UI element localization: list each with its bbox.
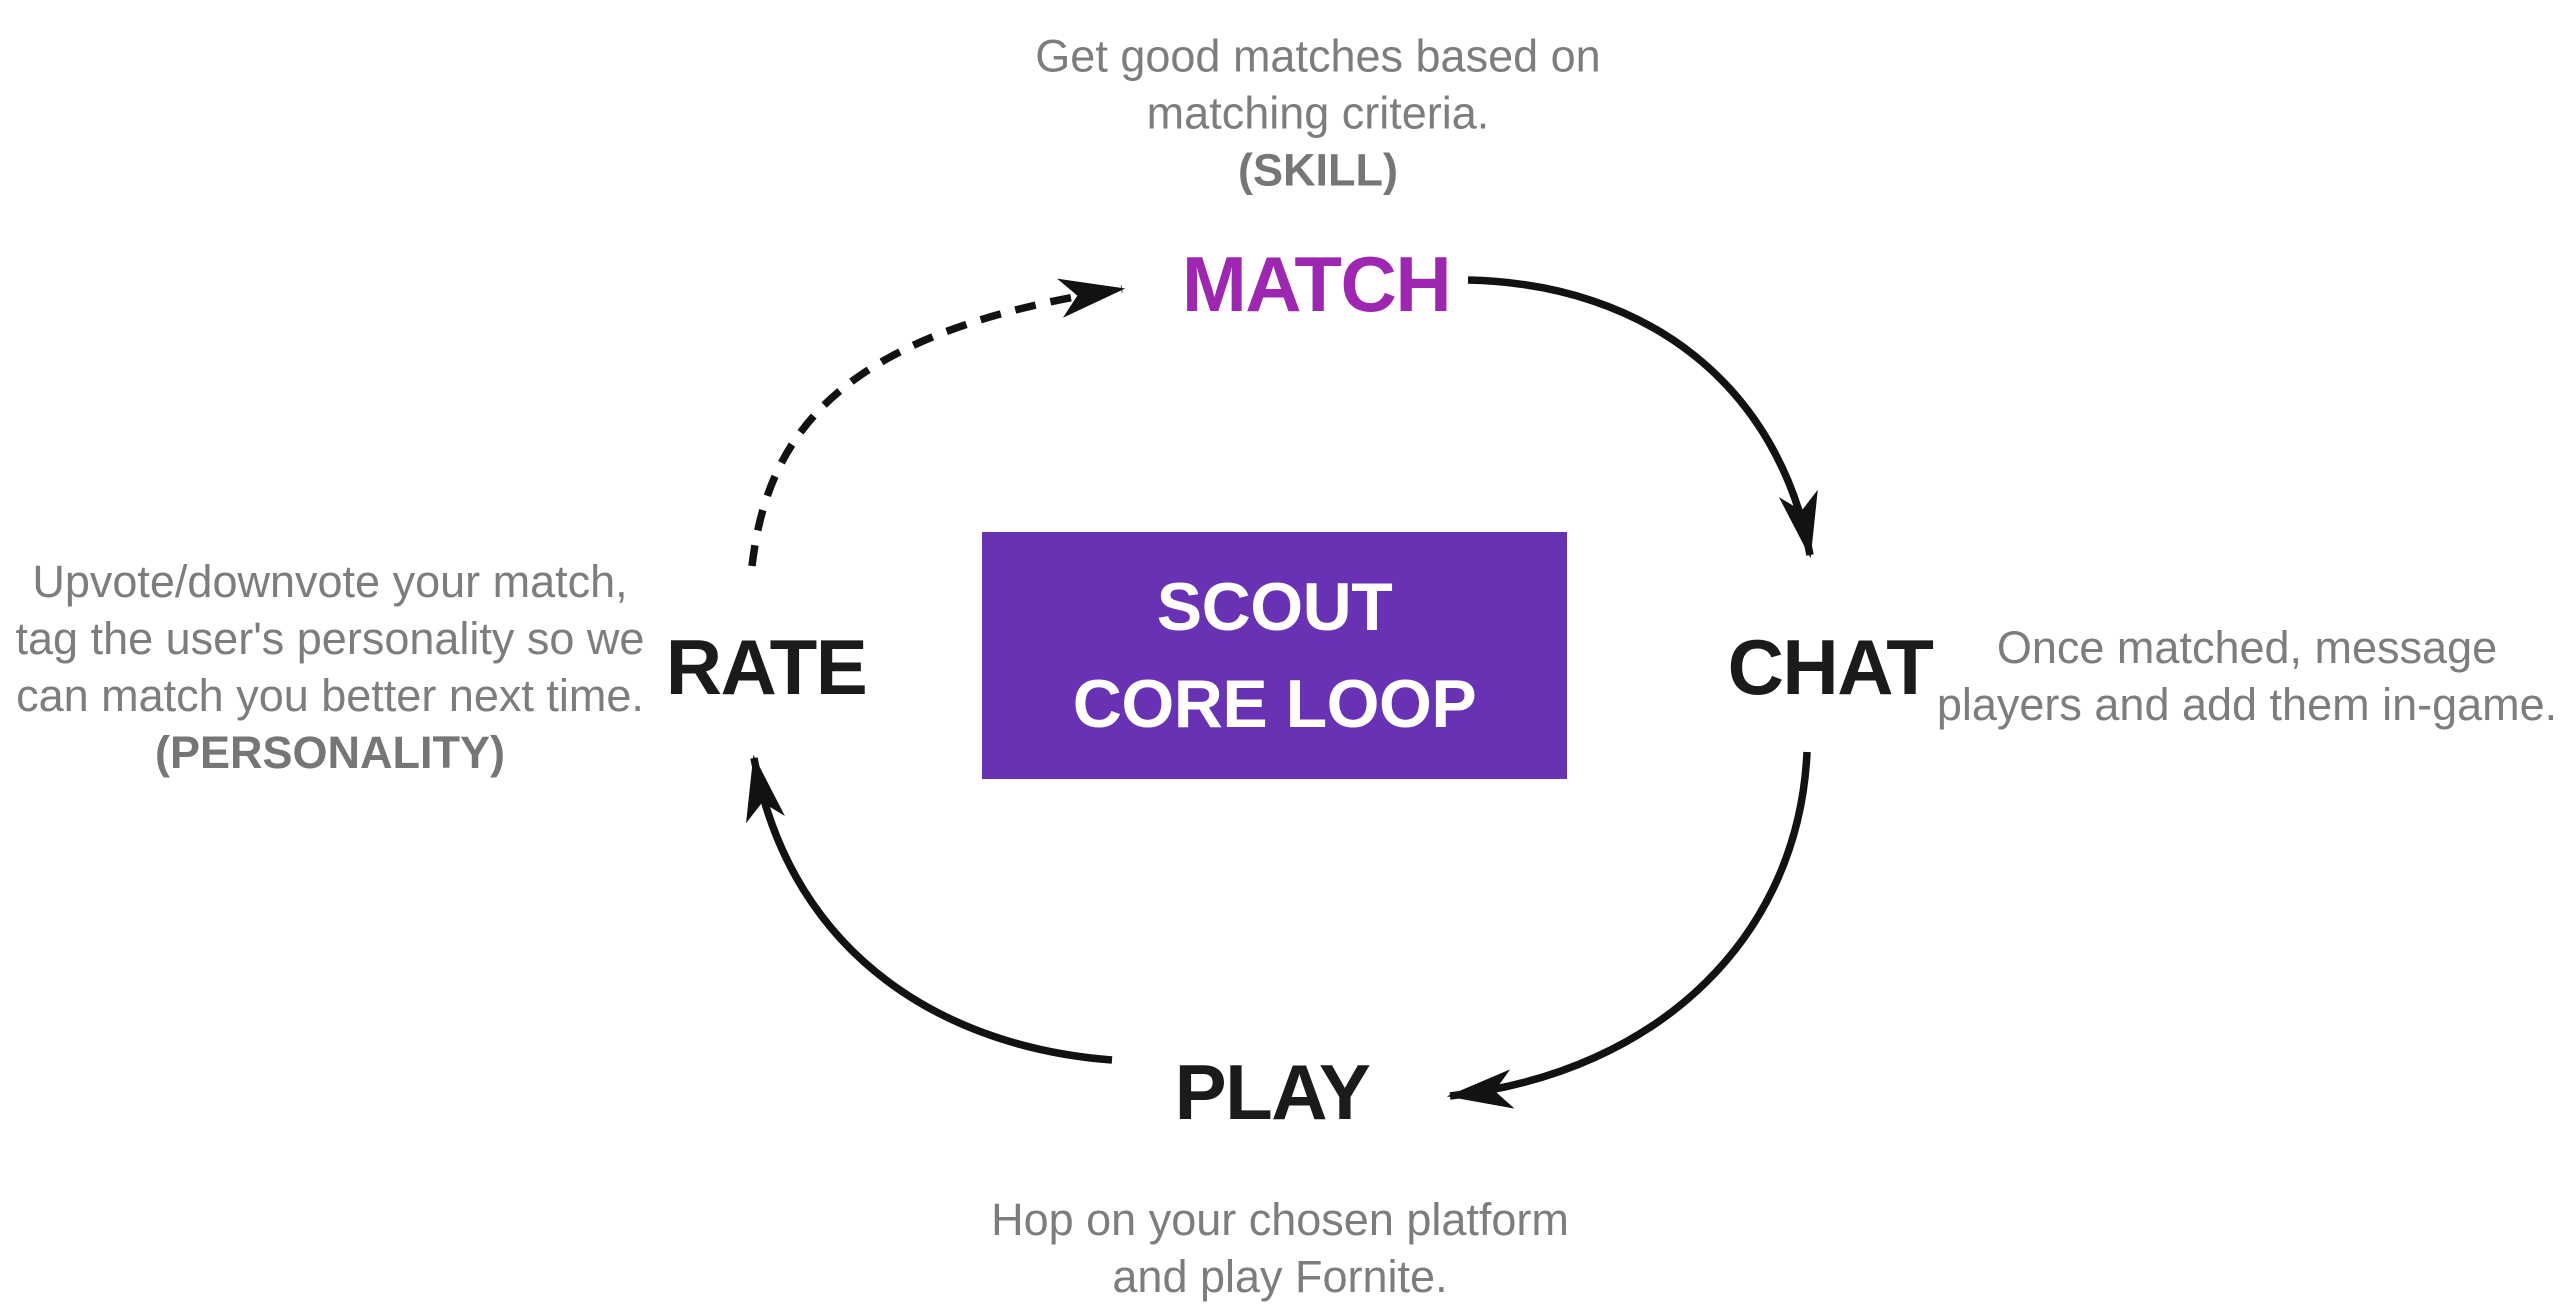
match-description-line: Get good matches based on (1035, 30, 1601, 82)
edge-play-to-rate-arrow (746, 754, 1113, 1064)
core-loop-title-box: SCOUT CORE LOOP (982, 532, 1567, 779)
edge-chat-to-play-arrow (1446, 751, 1811, 1109)
rate-description: Upvote/downvote your match, tag the user… (16, 553, 645, 781)
play-description-line: and play Fornite. (1112, 1251, 1448, 1302)
rate-description-line: Upvote/downvote your match, (32, 556, 628, 607)
match-description: Get good matches based on matching crite… (1035, 28, 1600, 199)
node-label-play: PLAY (1174, 1048, 1371, 1136)
node-label-match: MATCH (1181, 240, 1452, 328)
chat-description-line: players and add them in-game. (1936, 679, 2558, 730)
core-loop-title-line1: SCOUT (1156, 568, 1393, 645)
chat-description: Once matched, message players and add th… (1937, 619, 2557, 733)
core-loop-title-line2: CORE LOOP (1072, 665, 1477, 742)
rate-description-line: tag the user's personality so we (15, 613, 645, 664)
match-description-line: matching criteria. (1146, 87, 1490, 139)
node-label-rate: RATE (665, 623, 868, 711)
rate-description-line: can match you better next time. (16, 670, 644, 721)
edge-rate-to-match-dashed-arrow (748, 278, 1126, 567)
skill-tag: (SKILL) (1238, 144, 1398, 196)
chat-description-line: Once matched, message (1996, 622, 2498, 673)
core-loop-title: SCOUT CORE LOOP (1073, 559, 1477, 753)
play-description: Hop on your chosen platform and play For… (991, 1191, 1569, 1305)
personality-tag: (PERSONALITY) (154, 727, 505, 778)
node-label-chat: CHAT (1727, 623, 1934, 711)
edge-match-to-chat-arrow (1467, 276, 1818, 559)
play-description-line: Hop on your chosen platform (991, 1194, 1569, 1245)
